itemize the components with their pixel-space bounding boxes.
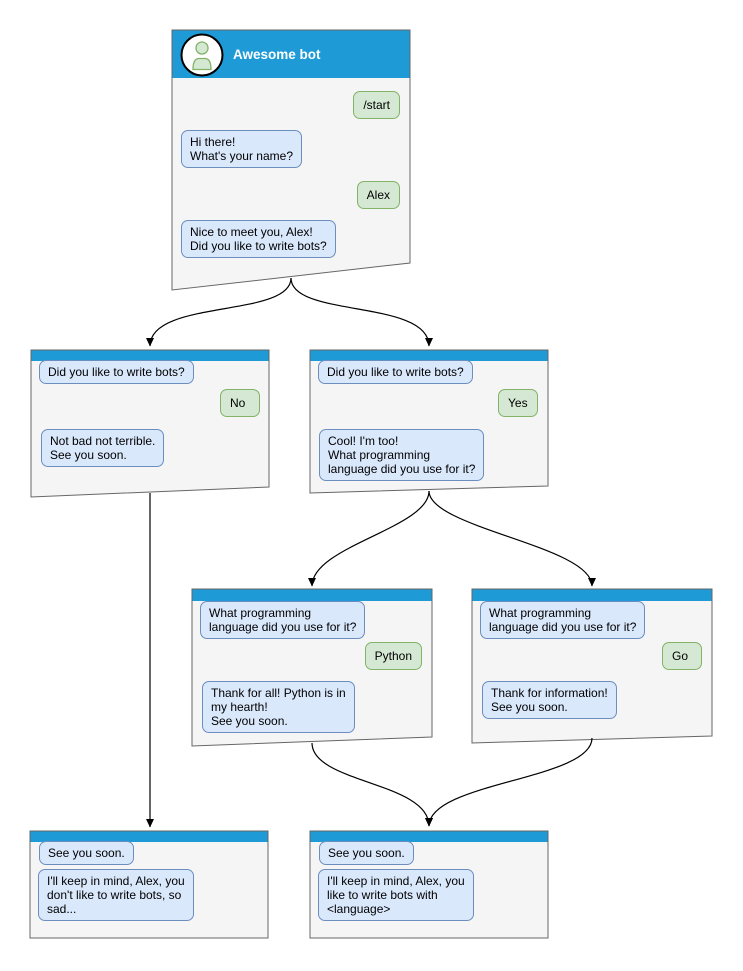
bot-message-bubble: I'll keep in mind, Alex, you like to wri… — [318, 869, 474, 921]
window-outline — [191, 588, 433, 747]
window-outline — [29, 830, 269, 939]
bot-message-bubble: See you soon. — [39, 841, 134, 865]
person-icon — [192, 57, 212, 71]
bot-message-bubble: Cool! I'm too! What programming language… — [319, 429, 485, 481]
flow-arrow-main-to-no — [146, 277, 292, 347]
window-header-bar — [192, 589, 432, 601]
user-message-bubble: /start — [353, 91, 400, 119]
window-outline — [309, 830, 549, 939]
flow-arrow-yes-to-go — [428, 490, 596, 587]
window-outline — [309, 349, 549, 494]
window-header-bar — [472, 589, 712, 601]
user-message-bubble: Python — [364, 642, 422, 670]
flow-arrow-python-to-end — [311, 742, 433, 827]
flow-arrow-go-to-end — [425, 737, 593, 827]
bot-message-bubble: See you soon. — [319, 841, 414, 865]
bot-message-bubble: Thank for all! Python is in my hearth! S… — [202, 681, 355, 733]
bot-message-bubble: Nice to meet you, Alex! Did you like to … — [181, 220, 336, 258]
bot-message-bubble: What programming language did you use fo… — [200, 601, 366, 639]
bot-message-bubble: Not bad not terrible. See you soon. — [41, 429, 165, 467]
bot-message-bubble: Hi there! What's your name? — [181, 130, 303, 168]
window-header-bar — [31, 350, 269, 361]
user-message-bubble: Yes — [498, 389, 538, 417]
bot-message-bubble: I'll keep in mind, Alex, you don't like … — [38, 869, 194, 921]
user-message-bubble: Alex — [356, 181, 400, 209]
bot-message-bubble: Did you like to write bots? — [39, 360, 194, 384]
window-title: Awesome bot — [233, 47, 321, 62]
window-header-bar — [310, 350, 548, 361]
window-header-bar — [30, 831, 268, 842]
person-icon — [195, 41, 209, 55]
bot-message-bubble: Did you like to write bots? — [318, 360, 473, 384]
window-outline — [171, 29, 411, 291]
window-header-bar — [310, 831, 548, 842]
window-outline — [471, 588, 713, 744]
bot-message-bubble: Thank for information! See you soon. — [482, 681, 617, 719]
window-outline — [30, 349, 270, 498]
user-message-bubble: No — [220, 389, 260, 417]
user-message-bubble: Go — [662, 642, 702, 670]
avatar-circle — [180, 33, 224, 77]
avatar — [180, 33, 224, 77]
flow-arrow-yes-to-python — [308, 490, 430, 587]
bot-message-bubble: What programming language did you use fo… — [480, 601, 646, 639]
flow-arrow-main-to-yes — [290, 277, 433, 347]
